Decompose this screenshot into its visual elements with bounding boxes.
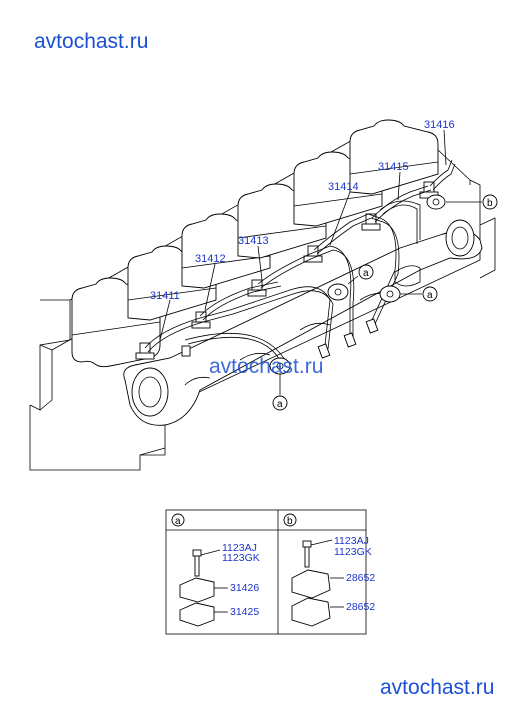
watermark-middle: avtochast.ru — [209, 355, 324, 378]
callout-31412: 31412 — [195, 253, 226, 265]
callout-31416: 31416 — [424, 119, 455, 131]
detail-a: a 1123AJ 1123GK 31426 31425 — [171, 513, 260, 627]
head-6 — [349, 119, 471, 195]
injector-5 — [361, 213, 381, 231]
detail-a-lower-clamp-number: 31425 — [230, 606, 259, 618]
ref-b: b — [487, 198, 493, 209]
injection-pipes — [144, 159, 456, 365]
exhaust-manifold — [123, 219, 483, 426]
detail-a-upper-clamp-number: 31426 — [230, 582, 259, 594]
ref-a-lower: a — [277, 399, 283, 410]
ref-a-right: a — [427, 290, 433, 301]
reference-markers: a a a b — [272, 194, 498, 411]
injector-4 — [303, 245, 323, 263]
watermark-top-left: avtochast.ru — [34, 30, 149, 53]
cylinder-heads — [71, 119, 471, 368]
clamp-a-upper — [327, 283, 349, 301]
part-callouts: 31411 31412 31413 31414 31415 31416 — [150, 119, 455, 341]
clamp-a-lower — [269, 357, 291, 375]
detail-frame — [165, 509, 367, 635]
callout-31413: 31413 — [238, 235, 269, 247]
detail-a-bolt-1: 1123AJ — [222, 542, 257, 554]
callout-31411: 31411 — [150, 290, 180, 302]
clamp-a-right — [379, 285, 401, 303]
detail-b-lower-clamp — [291, 597, 344, 627]
detail-b-bolt-2: 1123GK — [334, 546, 372, 558]
detail-b-bolt — [302, 539, 333, 568]
detail-a-upper-clamp — [179, 577, 228, 603]
watermark-bottom-right: avtochast.ru — [380, 676, 495, 699]
clamp-b — [426, 194, 446, 210]
detail-b-upper-clamp-number: 28652 — [346, 572, 375, 584]
pipe-clamps — [269, 194, 446, 375]
callout-31415: 31415 — [378, 161, 409, 173]
detail-a-lower-clamp — [179, 602, 228, 627]
detail-b-upper-clamp — [291, 569, 344, 599]
detail-b-header: b — [287, 516, 293, 527]
detail-a-header: a — [175, 516, 181, 527]
detail-a-bolt — [192, 549, 221, 577]
detail-b-lower-clamp-number: 28652 — [346, 601, 375, 613]
detail-a-bolt-2: 1123GK — [222, 552, 260, 564]
ref-a-upper: a — [363, 268, 369, 279]
callout-31414: 31414 — [328, 181, 359, 193]
detail-b: b 1123AJ 1123GK 28652 28652 — [283, 513, 375, 627]
detail-b-bolt-1: 1123AJ — [334, 535, 369, 547]
